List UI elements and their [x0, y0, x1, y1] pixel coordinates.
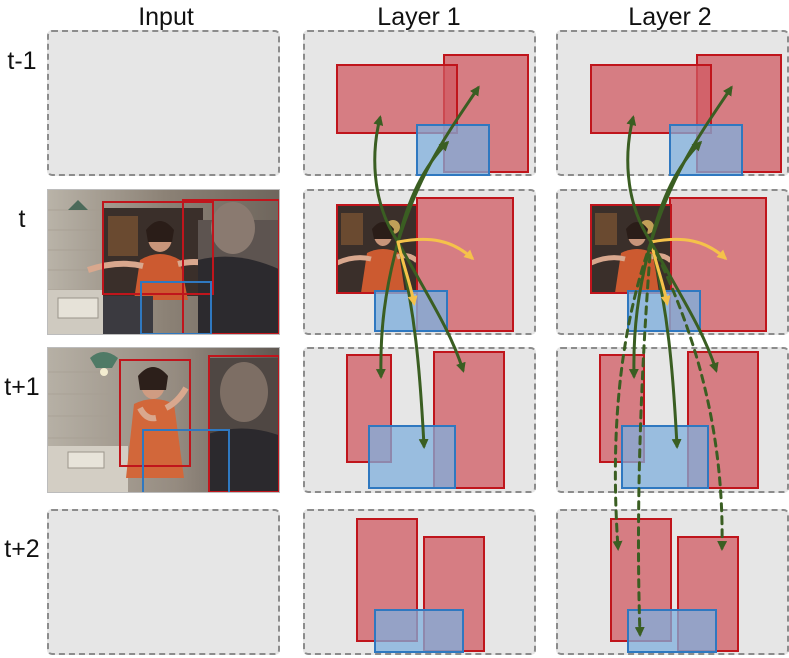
video-frame-t-plus-1	[47, 347, 280, 493]
arrow-l1-to-t-minus-1-c	[396, 140, 450, 244]
arrow-l1-to-t-plus-1-b	[396, 240, 466, 373]
object-box-layer2-t-plus-1	[621, 425, 709, 489]
arrow-l2-to-t-minus-1-a	[626, 115, 653, 244]
column-label-input: Input	[138, 3, 194, 31]
person-box-layer2-t-minus-1-b	[590, 64, 712, 134]
arrow-l2-to-t-plus-2-b	[634, 240, 653, 637]
row-label-t-minus-1: t-1	[7, 47, 37, 75]
video-frame-t-plus-1-image	[48, 348, 279, 492]
row-label-t-plus-1: t+1	[4, 373, 40, 401]
object-box-layer1-t-plus-1	[368, 425, 456, 489]
panel-input-t-plus-2	[47, 509, 280, 655]
object-box-layer1-t-plus-2	[374, 609, 464, 653]
arrow-l1-to-t-plus-1-a	[375, 240, 400, 379]
row-label-t-plus-2: t+2	[4, 535, 40, 563]
panel-input-t-minus-1	[47, 30, 280, 176]
arrow-l1-same-frame-a	[396, 237, 475, 261]
arrow-l1-same-frame-b	[396, 240, 418, 306]
person-box-layer2-t-b	[669, 197, 767, 332]
layer1-arrows	[373, 85, 480, 449]
person-box-layer1-t-minus-1-b	[336, 64, 458, 134]
person-box-layer1-t-plus-1-b	[433, 351, 505, 489]
arrow-l1-to-t-minus-1-a	[373, 115, 400, 244]
row-label-t: t	[18, 205, 26, 233]
arrow-l2-to-t-plus-2-c	[649, 240, 728, 551]
column-label-layer-2: Layer 2	[628, 3, 712, 31]
arrow-l2-to-t-plus-2-a	[612, 240, 653, 551]
column-label-layer-1: Layer 1	[377, 3, 461, 31]
video-frame-t-image	[48, 190, 279, 334]
arrow-l2-to-t-plus-1-b	[649, 240, 719, 373]
arrow-l2-to-t-minus-1-c	[649, 140, 703, 244]
layer2-arrows	[612, 85, 733, 637]
arrow-l2-same-frame-a	[649, 237, 728, 261]
video-frame-t	[47, 189, 280, 335]
